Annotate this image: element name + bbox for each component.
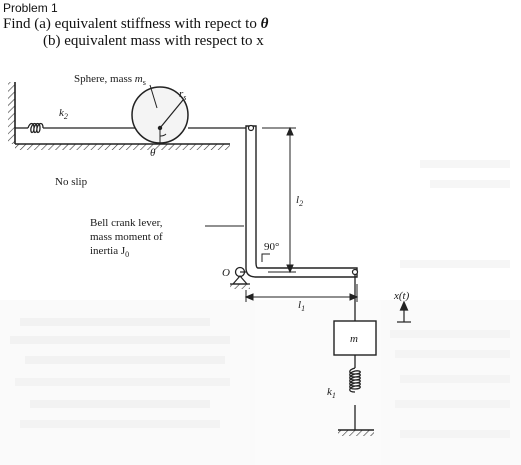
l1-label: l1 [298, 299, 305, 313]
mass-label: m [350, 333, 358, 345]
problem-title: Problem 1 [3, 1, 58, 15]
sphere-leader [149, 84, 158, 109]
theta-symbol: θ [260, 15, 269, 32]
spring-k2-label: k2 [59, 107, 68, 121]
lever-label-line1: Bell crank lever, [90, 217, 163, 229]
right-angle-marker [261, 253, 270, 262]
pivot-label: O [222, 267, 230, 279]
bell-crank-lever [245, 124, 359, 278]
angle-label: 90° [264, 241, 279, 253]
part-a-text: Find (a) equivalent stiffness with repec… [3, 15, 261, 32]
theta-label: θ [150, 147, 156, 159]
part-b-line: (b) equivalent mass with respect to x [43, 33, 264, 50]
displacement-arrow [397, 300, 411, 323]
problem-header: Problem 1 Find (a) equivalent stiffness … [3, 1, 268, 50]
part-a-line: Find (a) equivalent stiffness with repec… [3, 16, 268, 33]
mass-block [333, 320, 377, 356]
radius-label: rs [179, 88, 186, 102]
pivot-support [230, 266, 250, 289]
floor [15, 143, 230, 150]
lever-label-line3: inertia J0 [90, 245, 129, 259]
lever-label-line2: mass moment of [90, 231, 163, 243]
displacement-label: x(t) [393, 290, 410, 302]
sphere-label: Sphere, mass ms [74, 73, 146, 87]
spring-k1-label: k1 [327, 386, 336, 400]
left-wall [8, 82, 16, 144]
spring-k1 [349, 355, 361, 430]
background-bleed [0, 160, 521, 465]
l2-label: l2 [296, 194, 303, 208]
ground [338, 429, 374, 436]
no-slip-label: No slip [55, 176, 88, 188]
sphere [131, 86, 189, 144]
l2-dimension [262, 126, 296, 274]
l1-dimension [244, 284, 359, 302]
